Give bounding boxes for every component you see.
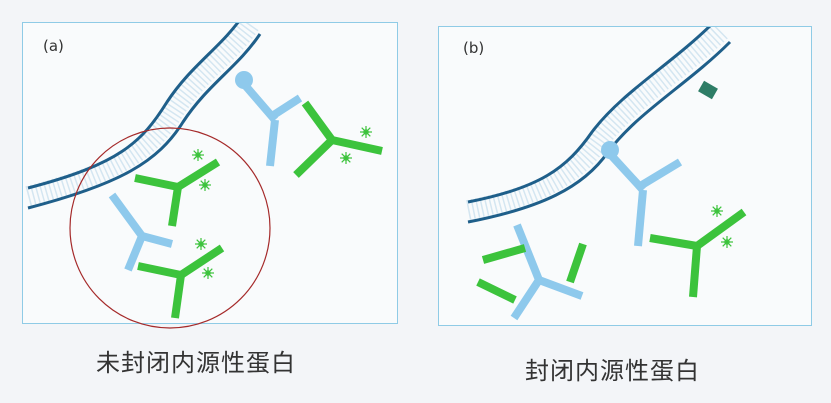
fluorescent-label-icon [191,148,205,162]
highlight-circle-icon [69,127,271,329]
fluorescent-label-icon [194,237,208,251]
caption-blocked: 封闭内源性蛋白 [525,357,700,385]
secondary-antibody-icon [476,242,587,304]
primary-antibody-icon [235,71,303,167]
fluorescent-label-icon [710,204,724,218]
primary-antibody-icon [510,223,584,321]
primary-antibody-icon [108,192,174,272]
fluorescent-label-icon [198,178,212,192]
primary-antibody-icon [601,141,683,247]
secondary-antibody-icon [137,237,225,319]
panel-a-label: (a) [43,37,64,55]
fluorescent-label-icon [720,235,734,249]
fluorescent-label-icon [339,151,353,165]
secondary-antibody-icon [134,148,221,227]
caption-unblocked: 未封闭内源性蛋白 [96,349,296,377]
panel-a-artwork [25,23,383,319]
panel-b-label: (b) [463,39,485,57]
panel-b-artwork [466,27,747,321]
secondary-antibody-icon [649,204,747,298]
fluorescent-label-icon [201,266,215,280]
blocking-agent-icon [698,80,718,100]
membrane-strand-icon [466,27,732,224]
fluorescent-label-icon [359,125,373,139]
secondary-antibody-icon [293,100,383,178]
